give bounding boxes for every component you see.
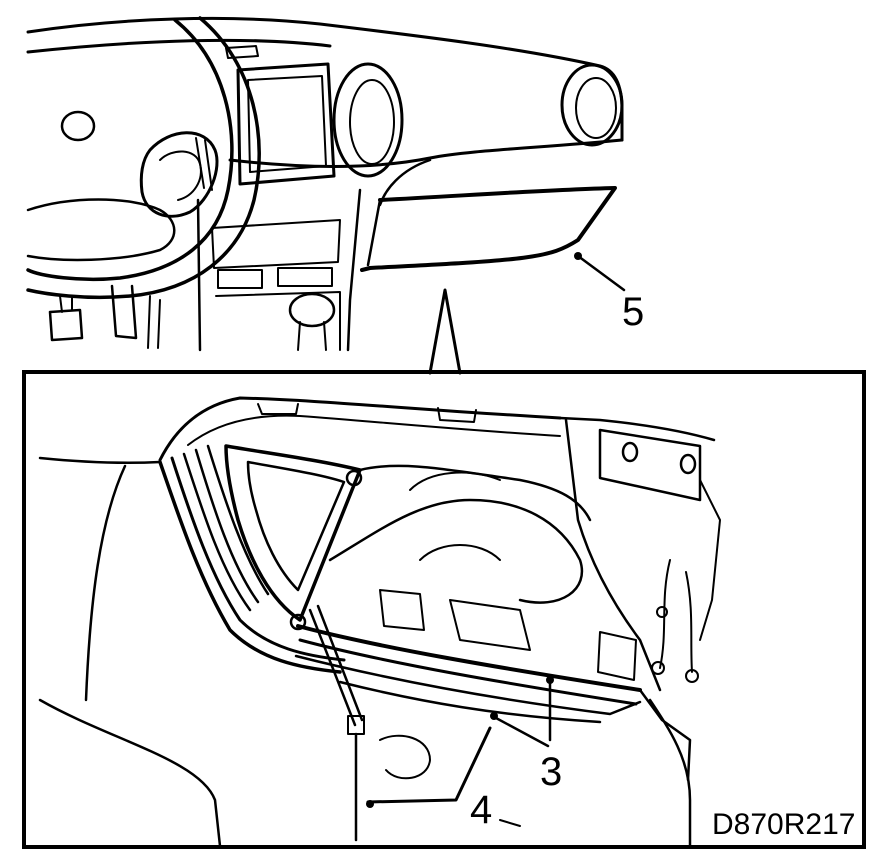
dashboard-illustration [26, 16, 624, 352]
callout-5-leader [576, 254, 626, 292]
callout-3-anchor-b [490, 712, 498, 720]
glovebox-detail-illustration [38, 396, 721, 848]
callout-3-anchor-a [546, 676, 554, 684]
detail-frame [22, 370, 866, 849]
callout-4-anchor [366, 800, 374, 808]
callout-5: 5 [622, 290, 645, 334]
callout-4: 4 [470, 788, 493, 832]
detail-pointer [428, 288, 462, 375]
reference-code: D870R217 [712, 808, 856, 841]
callout-3: 3 [540, 750, 563, 794]
callout-3-leader-b [494, 716, 550, 748]
callout-5-anchor [574, 252, 582, 260]
